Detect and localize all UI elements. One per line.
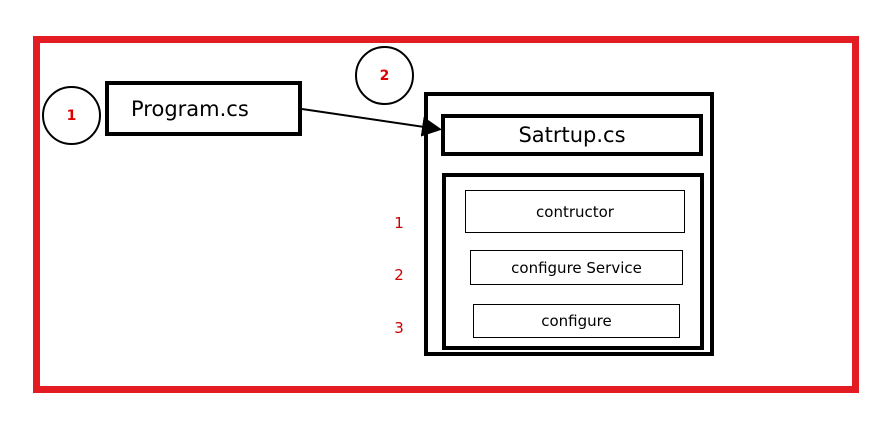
order-number-1: 1 (394, 214, 404, 232)
order-number-2: 2 (394, 266, 404, 284)
method-configure-box: configure (473, 304, 680, 338)
method-label: contructor (536, 202, 614, 221)
program-label: Program.cs (131, 96, 249, 121)
step-circle-2: 2 (355, 46, 414, 105)
step-number-2: 2 (379, 67, 390, 84)
methods-container (442, 173, 704, 350)
startup-title: Satrtup.cs (518, 123, 626, 147)
arrow-line (301, 108, 442, 137)
method-constructor-box: contructor (465, 190, 685, 233)
method-label: configure (541, 312, 612, 330)
step-number-1: 1 (66, 107, 77, 124)
method-configure-services-box: configure Service (470, 250, 683, 285)
red-frame (33, 36, 859, 393)
method-label: configure Service (511, 258, 642, 277)
startup-title-box: Satrtup.cs (441, 114, 703, 156)
program-box: Program.cs (105, 81, 302, 136)
order-number-3: 3 (394, 319, 404, 337)
startup-container (424, 92, 714, 356)
step-circle-1: 1 (42, 86, 101, 145)
